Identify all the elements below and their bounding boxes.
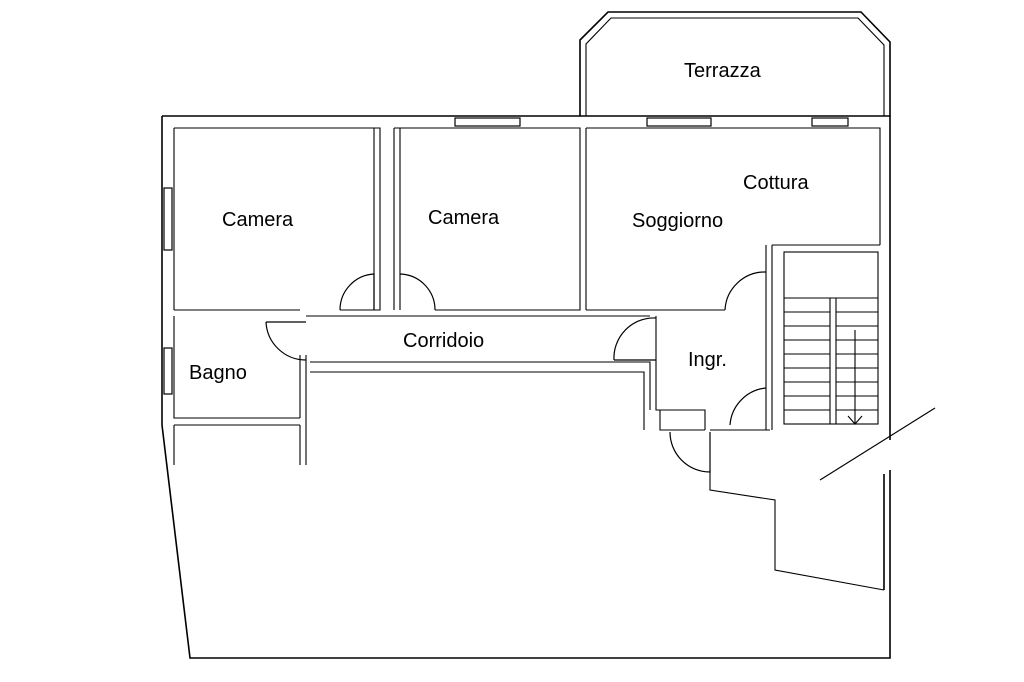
room-label-camera-left: Camera xyxy=(222,209,294,231)
room-label-corridoio: Corridoio xyxy=(403,330,485,352)
room-label-cottura: Cottura xyxy=(743,172,809,194)
room-label-soggiorno: Soggiorno xyxy=(632,210,724,232)
terrace-outline xyxy=(579,11,891,116)
room-label-terrazza: Terrazza xyxy=(684,60,761,82)
doors xyxy=(265,271,767,473)
windows xyxy=(163,117,849,395)
room-label-ingresso: Ingr. xyxy=(688,349,727,371)
room-walls xyxy=(173,127,881,465)
room-label-camera-middle: Camera xyxy=(428,207,500,229)
room-label-bagno: Bagno xyxy=(189,362,247,384)
staircase xyxy=(783,251,936,481)
outer-walls xyxy=(161,115,891,659)
